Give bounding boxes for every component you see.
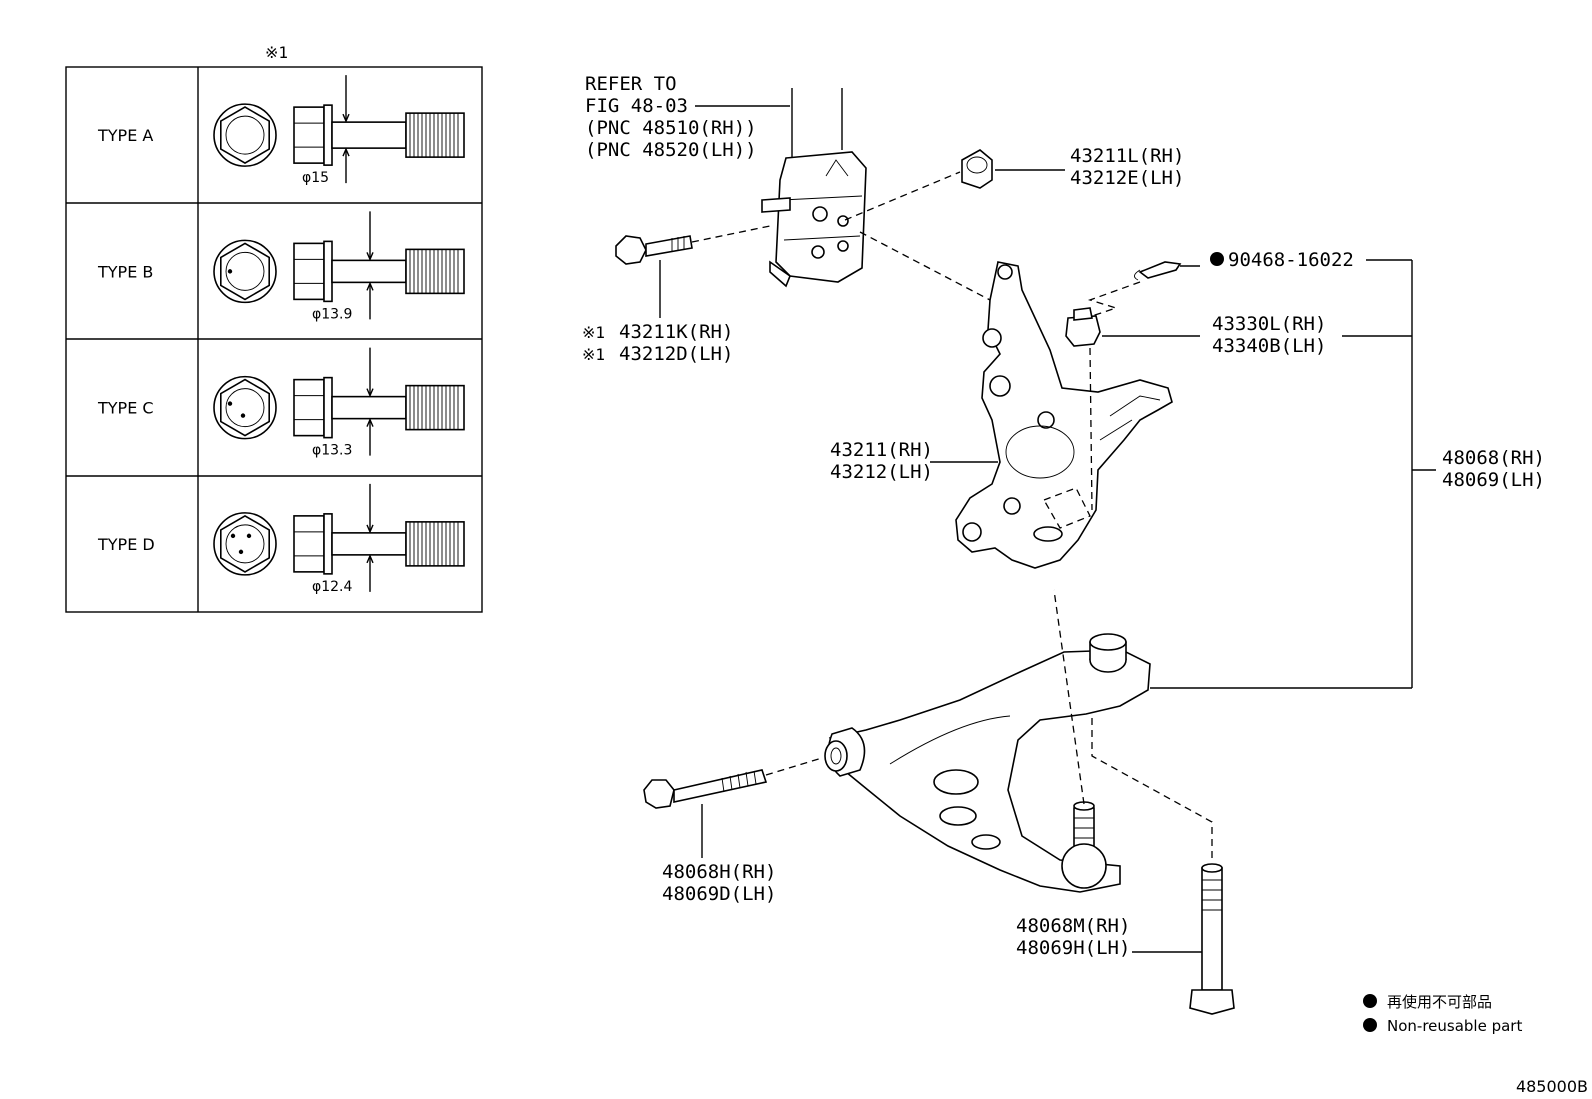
label-armbolt-lh: 48069D(LH) (662, 883, 776, 905)
lower-control-arm (824, 633, 1151, 893)
legend-en: Non-reusable part (1387, 1017, 1522, 1035)
bolt-spline-knurl (409, 113, 459, 158)
label-arm-lh: 48069(LH) (1442, 469, 1545, 491)
bolt-head-side (293, 515, 325, 573)
bolt-head-facets (294, 395, 324, 421)
front-arm-bolt (643, 769, 768, 809)
type-label: TYPE A (97, 126, 153, 145)
cotter-pin (1134, 261, 1182, 281)
label-bolt-lh: 43212D(LH) (619, 343, 733, 365)
bolt-marking-dot (246, 533, 252, 539)
strut-bolt (615, 235, 693, 265)
bolt-head-facets (294, 531, 324, 557)
label-castle-rh: 43330L(RH) (1212, 313, 1326, 335)
bolt-head-facets (294, 258, 324, 284)
bolt-spline (405, 384, 465, 431)
type-label: TYPE D (97, 535, 155, 554)
diameter-label: φ13.9 (312, 306, 352, 322)
bolt-hex-end-view (220, 242, 271, 301)
refer-line-1: REFER TO (585, 73, 677, 95)
bolt-spline (405, 248, 465, 295)
steering-knuckle (955, 261, 1173, 569)
arrowhead-bottom (366, 417, 374, 427)
bolt-flange-side (323, 104, 333, 166)
refer-line-3: (PNC 48510(RH)) (585, 117, 757, 139)
arrowhead-bottom (342, 147, 350, 157)
arrowhead-top (342, 113, 350, 123)
bolt-marking-dot (240, 413, 246, 418)
arrowhead-top (366, 388, 374, 398)
label-rearbolt-lh: 48069H(LH) (1016, 937, 1130, 959)
ball-joint-stud (1061, 801, 1107, 889)
rear-arm-bolt (1189, 863, 1235, 1015)
bolt-shank (331, 532, 407, 556)
bolt-head-side (293, 106, 325, 164)
note-mark-bolt-rh: ※1 (582, 323, 605, 342)
label-pin: 90468-16022 (1228, 249, 1354, 271)
refer-line-2: FIG 48-03 (585, 95, 688, 117)
diameter-label: φ13.3 (312, 443, 352, 459)
label-knuckle-lh: 43212(LH) (830, 461, 933, 483)
note-mark-bolt-lh: ※1 (582, 345, 605, 364)
bolt-marking-dot (227, 401, 233, 406)
bolt-marking-dot (227, 269, 233, 274)
legend-dot-jp (1363, 994, 1377, 1008)
label-nut-lh: 43212E(LH) (1070, 167, 1184, 189)
bolt-head-side (293, 242, 325, 301)
bolt-shank (331, 395, 407, 420)
bolt-head-facets (294, 122, 324, 148)
bolt-shank (331, 121, 407, 149)
bolt-spline-knurl (409, 385, 459, 430)
label-bolt-rh: 43211K(RH) (619, 321, 733, 343)
note-mark-table: ※1 (265, 43, 288, 62)
diameter-label: φ12.4 (312, 579, 353, 595)
refer-line-4: (PNC 48520(LH)) (585, 139, 757, 161)
bolt-head-inner (225, 115, 265, 155)
label-nut-rh: 43211L(RH) (1070, 145, 1184, 167)
arrowhead-bottom (366, 281, 374, 291)
diameter-label: φ15 (302, 170, 329, 186)
bolt-flange-side (323, 240, 333, 303)
figure-code: 485000B (1516, 1077, 1588, 1096)
castle-nut (1065, 307, 1101, 347)
arrowhead-top (366, 252, 374, 262)
non-reusable-dot-pin (1210, 252, 1224, 266)
bolt-marking-dot (238, 549, 244, 555)
bolt-hex-end-view (220, 106, 271, 165)
label-rearbolt-rh: 48068M(RH) (1016, 915, 1130, 937)
arrowhead-top (366, 524, 374, 534)
legend-dot-en (1363, 1018, 1377, 1032)
arrowhead-bottom (366, 554, 374, 564)
type-label: TYPE B (97, 262, 153, 281)
bolt-head-side (293, 378, 325, 437)
bolt-hex-end-view (220, 514, 271, 573)
label-armbolt-rh: 48068H(RH) (662, 861, 776, 883)
strut-assembly (761, 88, 867, 288)
bolt-spline-knurl (409, 249, 459, 294)
type-label: TYPE C (97, 399, 154, 418)
bolt-flange-side (323, 376, 333, 439)
bolt-spline-knurl (409, 521, 459, 566)
label-castle-lh: 43340B(LH) (1212, 335, 1326, 357)
strut-nut (961, 149, 993, 189)
bolt-head-inner (225, 388, 265, 428)
bolt-flange-side (323, 513, 333, 575)
legend-jp: 再使用不可部品 (1387, 993, 1492, 1011)
bolt-shank (331, 259, 407, 284)
label-arm-rh: 48068(RH) (1442, 447, 1545, 469)
bolt-marking-dot (230, 533, 236, 539)
bolt-spline (405, 521, 465, 567)
bolt-spline (405, 112, 465, 158)
bolt-head-inner (225, 251, 265, 291)
bolt-head-inner (225, 524, 265, 564)
label-knuckle-rh: 43211(RH) (830, 439, 933, 461)
bolt-hex-end-view (220, 378, 271, 437)
